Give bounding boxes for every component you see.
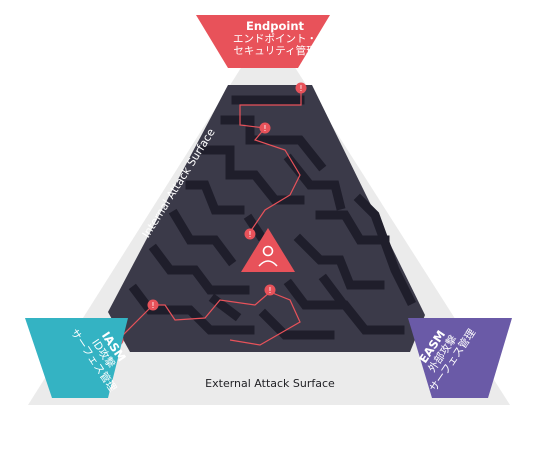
svg-text:!: ! [263, 124, 266, 133]
alert-icon: ! [259, 122, 271, 134]
easm-badge [408, 318, 512, 398]
iasm-badge [25, 318, 128, 398]
svg-text:!: ! [248, 230, 251, 239]
endpoint-line1: エンドポイント・ [233, 33, 317, 46]
center-hub [241, 228, 295, 272]
alert-icon: ! [244, 228, 256, 240]
endpoint-title: Endpoint [245, 19, 305, 33]
external-attack-surface-label: External Attack Surface [205, 377, 335, 390]
svg-text:!: ! [268, 286, 271, 295]
endpoint-badge [196, 15, 330, 68]
endpoint-line2: セキュリティ管理 [233, 45, 317, 58]
user-icon [258, 245, 278, 267]
alert-icon: ! [295, 82, 307, 94]
attack-paths [117, 88, 302, 346]
alert-icon: ! [147, 299, 159, 311]
svg-text:!: ! [299, 84, 302, 93]
svg-text:!: ! [151, 301, 154, 310]
alert-icon: ! [264, 284, 276, 296]
endpoint-label: Endpoint エンドポイント・ セキュリティ管理 [215, 19, 335, 58]
maze-walls [128, 95, 417, 340]
